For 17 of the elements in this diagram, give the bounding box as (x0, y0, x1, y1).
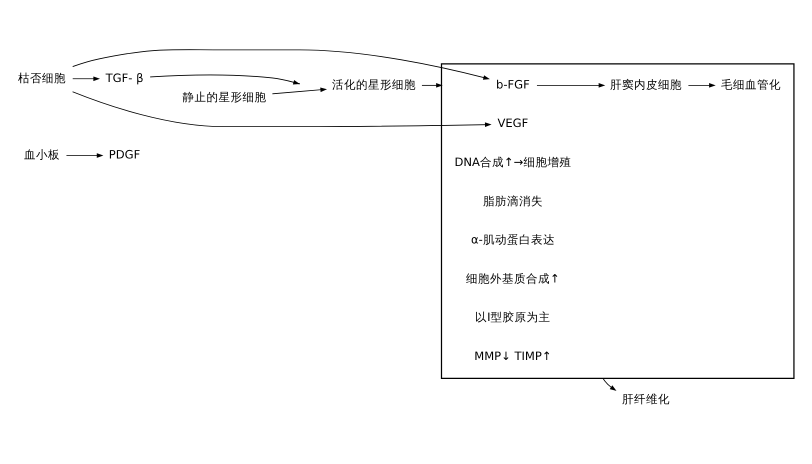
node-text: 静止的星形细胞 (182, 90, 266, 104)
node-text: 细胞外基质合成↑ (466, 271, 560, 286)
node-text: 肝纤维化 (622, 392, 670, 406)
node-text: 血小板 (24, 148, 60, 162)
node-text: 毛细血管化 (721, 77, 782, 92)
node-text: DNA合成↑→细胞增殖 (454, 155, 572, 170)
node-text: 枯否细胞 (18, 70, 66, 85)
node-text: α-肌动蛋白表达 (471, 232, 555, 247)
node-text: MMP↓ TIMP↑ (474, 348, 552, 363)
node-text: 活化的星形细胞 (332, 77, 416, 92)
node-text: 脂肪滴消失 (482, 194, 543, 208)
node-text: VEGF (497, 116, 528, 130)
node-text: TGF- β (106, 70, 144, 85)
node-text: 以I型胶原为主 (475, 310, 551, 324)
node-text: PDGF (108, 148, 140, 162)
node-text: b-FGF (496, 77, 530, 92)
node-text: 肝窦内皮细胞 (610, 77, 682, 92)
